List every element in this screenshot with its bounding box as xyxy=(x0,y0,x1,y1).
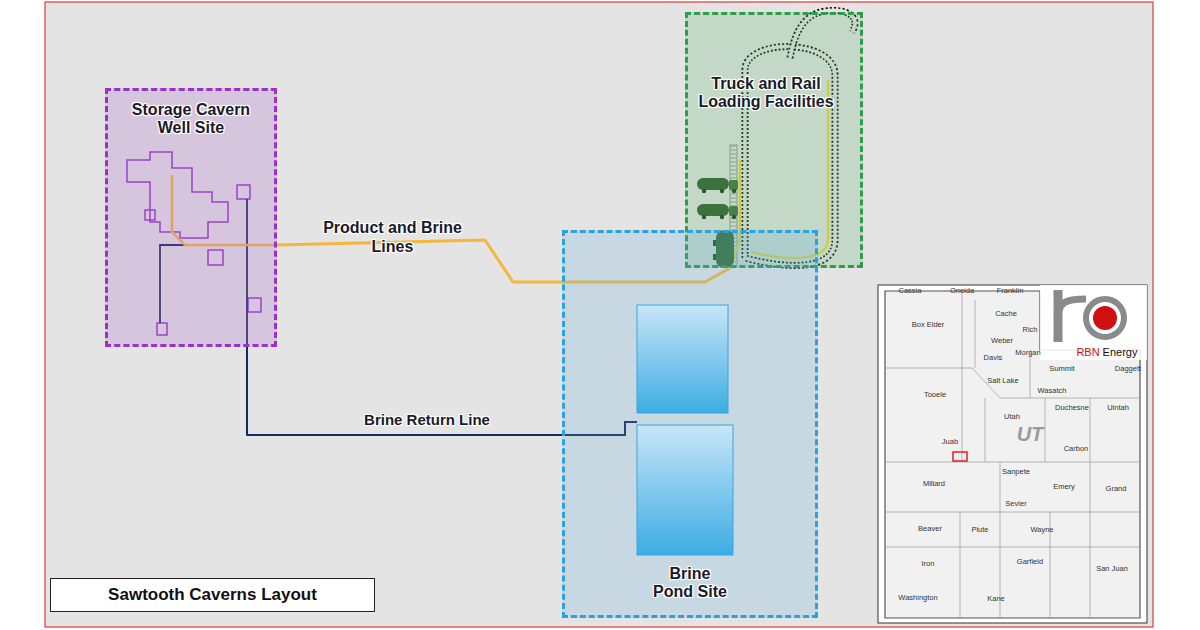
county-name: Sevier xyxy=(1005,499,1026,508)
county-name: Piute xyxy=(971,525,988,534)
logo-wordmark: Energy xyxy=(1103,346,1138,358)
pipeline-label: Brine Return Line xyxy=(332,410,522,429)
rbn-logo xyxy=(1040,285,1147,360)
county-name: Wayne xyxy=(1030,525,1053,534)
county-name: Utah xyxy=(1004,412,1020,421)
county-name: Juab xyxy=(942,437,958,446)
well-site-region: Storage Cavern Well Site xyxy=(105,88,277,347)
rbn-logo-part xyxy=(1093,306,1117,330)
map-frame xyxy=(878,285,1147,623)
county-name: Summit xyxy=(1049,364,1074,373)
county-name: Cassia xyxy=(899,286,922,295)
county-name: Sanpete xyxy=(1002,467,1030,476)
county-name: Iron xyxy=(922,559,935,568)
county-name: Weber xyxy=(991,336,1013,345)
county-name: Garfield xyxy=(1017,557,1043,566)
pipeline-label: Product and Brine Lines xyxy=(320,218,465,256)
region-label: Brine Pond Site xyxy=(650,565,730,601)
county-name: San Juan xyxy=(1096,564,1128,573)
county-name: Morgan xyxy=(1015,348,1040,357)
logo-wordmark: RBN xyxy=(1076,346,1099,358)
brine-pond-region: Brine Pond Site xyxy=(562,230,818,618)
node-text-group: Brine Pond Site xyxy=(650,565,730,601)
node-text-group: Truck and Rail Loading Facilities xyxy=(691,75,841,111)
county-name: Grand xyxy=(1106,484,1127,493)
frame-background xyxy=(45,2,1153,627)
county-name: Tooele xyxy=(924,390,946,399)
county-name: Emery xyxy=(1053,482,1075,491)
utah-inset-map xyxy=(878,285,1147,623)
county-name: Daggett xyxy=(1115,364,1141,373)
diagram-title: Sawtooth Caverns Layout xyxy=(108,585,317,605)
site-locator xyxy=(953,452,967,461)
county-name: Wasatch xyxy=(1038,386,1067,395)
state-abbreviation: UT xyxy=(1017,423,1044,446)
county-name: Beaver xyxy=(918,524,942,533)
county-name: Millard xyxy=(923,479,945,488)
county-name: Oneida xyxy=(950,286,974,295)
rbn-logo-part xyxy=(1086,299,1124,337)
county-name: Uintah xyxy=(1107,403,1129,412)
node-text-group: Storage Cavern Well Site xyxy=(116,101,266,137)
county-name: Franklin xyxy=(997,286,1024,295)
region-label: Storage Cavern Well Site xyxy=(116,101,266,137)
rbn-logo-part xyxy=(1058,299,1086,318)
rbn-logo-part xyxy=(1040,285,1147,360)
title-box: Sawtooth Caverns Layout xyxy=(50,578,375,612)
county-name: Duchesne xyxy=(1055,403,1089,412)
county-name: Davis xyxy=(984,353,1003,362)
county-name: Rich xyxy=(1022,325,1037,334)
county-name: Washington xyxy=(898,593,937,602)
pipeline-connector xyxy=(247,347,562,435)
county-name: Salt Lake xyxy=(987,376,1018,385)
county-name: Carbon xyxy=(1064,444,1089,453)
region-label: Truck and Rail Loading Facilities xyxy=(691,75,841,111)
county-name: Box Elder xyxy=(912,320,945,329)
county-name: Cache xyxy=(995,309,1017,318)
county-name: Kane xyxy=(987,594,1005,603)
